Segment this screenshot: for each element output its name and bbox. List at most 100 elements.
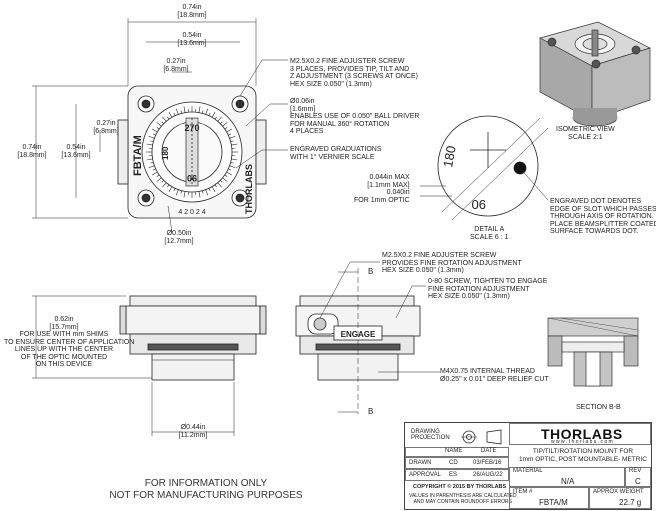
projection-icon [461, 429, 502, 445]
top-diameter-dim: Ø0.50in [12.7mm] [164, 230, 194, 245]
corner-screw [231, 189, 249, 207]
dial-tick [167, 116, 170, 120]
base-diameter-dim: Ø0.44in [11.2mm] [178, 424, 208, 439]
isometric-caption: ISOMETRIC VIEW SCALE 2:1 [556, 126, 615, 141]
dial-tick [217, 182, 222, 188]
shims-callout: 0.62in [15.7mm] FOR USE WITH mm SHIMS TO… [4, 316, 135, 368]
dial-tick [231, 158, 238, 161]
dial-tick [224, 127, 228, 130]
corner-screw [231, 95, 249, 113]
title-block: DRAWING PROJECTION NAME DATE DRAWN CD 03… [404, 422, 652, 510]
dial-tick [211, 112, 216, 118]
footer-notice: FOR INFORMATION ONLY NOT FOR MANUFACTURI… [109, 478, 303, 501]
dial-tick [214, 116, 217, 120]
website: w w w . t h o r l a b s . c o m [551, 439, 613, 445]
adjuster-callout: M2.5X0.2 FINE ADJUSTER SCREW 3 PLACES, P… [290, 58, 418, 88]
thorlabs-logo: THORLABS [541, 426, 623, 442]
dial-tick [152, 128, 158, 133]
approval-date: 26/AUG/22 [473, 472, 503, 478]
item-label: ITEM # [513, 489, 533, 495]
dial-tick [161, 121, 164, 124]
dial-tick [175, 189, 179, 196]
rev-label: REV [629, 468, 642, 474]
detail-a [420, 115, 549, 221]
dial-tick [156, 127, 160, 130]
top-view-fbta-label: FBTA/M [132, 135, 144, 176]
dial-tick [148, 135, 155, 139]
dial-tick [202, 190, 204, 194]
dial-tick [167, 184, 170, 188]
material-value: N/A [561, 477, 575, 486]
engraved-dot-callout: ENGRAVED DOT DENOTES EDGE OF SLOT WHICH … [550, 198, 656, 235]
dial-tick [214, 184, 217, 188]
corner-screw [137, 189, 155, 207]
drawing-projection-label: DRAWING PROJECTION [411, 429, 450, 441]
top-view-thorlabs-label: THORLABS [244, 164, 254, 214]
engage-label: ENGAGE [341, 330, 376, 339]
dial-tick [156, 122, 162, 127]
vernier-scale-digits: 4 2 0 2 4 [178, 209, 205, 216]
detail-digits-180: 180 [440, 145, 459, 169]
dial-tick [230, 162, 234, 164]
section-b-b [547, 317, 639, 387]
dial-tick [208, 112, 211, 116]
roundoff-note: VALUES IN PARENTHESIS ARE CALCULATED AND… [409, 493, 517, 505]
dial-tick [168, 112, 173, 118]
dial-tick [208, 188, 211, 192]
section-caption: SECTION B-B [576, 404, 621, 411]
part-description: TIP/TILT/ROTATION MOUNT FOR 1mm OPTIC, P… [519, 448, 647, 463]
dial-tick [211, 186, 216, 192]
top-offset-dim: 0.27in [6.8mm] [163, 58, 189, 73]
dial-tick [173, 112, 176, 116]
dial-tick [202, 110, 204, 114]
weight-value: 22.7 g [619, 498, 642, 507]
dial-tick [183, 106, 186, 113]
optic-thickness-callout: 0.044in MAX [1.1mm MAX] 0.040in FOR 1mm … [354, 174, 410, 204]
dial-tick [222, 122, 228, 127]
top-height-dim: 0.74in [18.8mm] [17, 144, 47, 159]
dial-tick [229, 165, 236, 169]
dial-tick [228, 168, 232, 171]
side-view [295, 261, 440, 414]
dial-tick [229, 135, 236, 139]
section-marker-top: B [368, 267, 374, 276]
approval-label: APPROVAL [409, 472, 441, 478]
col-date-header: DATE [481, 448, 497, 454]
dial-tick [175, 108, 179, 115]
front-view [32, 295, 267, 436]
dial-tick [226, 171, 232, 176]
drawn-label: DRAWN [409, 460, 432, 466]
drawn-name: CD [449, 460, 458, 466]
dial-270: 270 [184, 123, 199, 133]
dial-180: 180 [161, 146, 170, 160]
top-inner-height-dim: 0.54in [13.6mm] [61, 144, 91, 159]
dial-tick [148, 165, 155, 169]
dial-tick [180, 190, 182, 194]
dial-tick [205, 108, 209, 115]
internal-thread-callout: M4X0.75 INTERNAL THREAD Ø0.25" x 0.01" D… [440, 368, 549, 383]
ball-driver-callout: Ø0.06in [1.6mm] ENABLES USE OF 0.050" BA… [290, 98, 420, 135]
dial-tick [162, 182, 167, 188]
top-inner-width-dim: 0.54in [13.6mm] [177, 32, 207, 47]
dial-tick [156, 174, 160, 177]
fine-rotation-callout: M2.5X0.2 FINE ADJUSTER SCREW PROVIDES FI… [382, 252, 522, 274]
engage-screw [313, 317, 327, 331]
dial-tick [230, 140, 234, 142]
dial-tick [146, 143, 153, 146]
copyright: COPYRIGHT © 2015 BY THORLABS [413, 484, 507, 490]
engage-screw-callout: 0-80 SCREW, TIGHTEN TO ENGAGE FINE ROTAT… [428, 278, 548, 300]
dial-tick [152, 133, 156, 136]
dial-tick [217, 116, 222, 122]
dial-tick [168, 186, 173, 192]
detail-caption: DETAIL A SCALE 6 : 1 [470, 226, 509, 241]
dial-tick [231, 143, 238, 146]
detail-digits-90: 90 [472, 197, 486, 212]
dial-ticks [146, 106, 238, 198]
section-marker-bottom: B [368, 407, 374, 416]
dial-tick [150, 140, 154, 142]
rev-value: C [635, 477, 641, 486]
dial-tick [205, 189, 209, 196]
dial-tick [173, 188, 176, 192]
dial-tick [228, 133, 232, 136]
